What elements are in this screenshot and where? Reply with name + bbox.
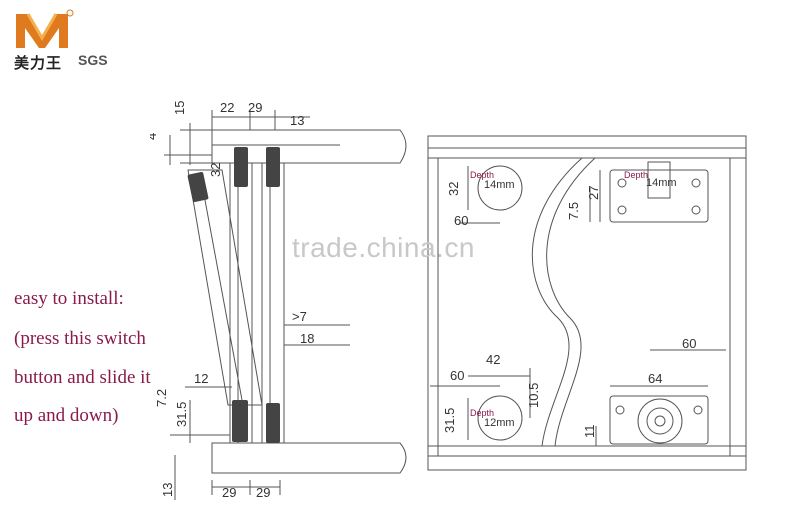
watermark-text: trade.china.cn [292, 232, 475, 263]
dim-29-top-label: 29 [248, 100, 262, 115]
dim-18-label: 18 [300, 331, 314, 346]
right-dim-60-right-label: 60 [682, 336, 696, 351]
depth-bottom-caption: Depth [470, 408, 494, 418]
dim-29-bottom-2-label: 29 [256, 485, 270, 500]
depth-right-value: 14mm [646, 177, 677, 189]
side-view-drawing: 22 29 13 15 4 32 >7 18 12 7.2 31.5 13 29… [150, 100, 407, 500]
front-view-drawing: 32 60 27 7.5 42 60 10.5 31.5 60 64 11 De… [427, 135, 747, 471]
dim-32-label: 32 [208, 163, 223, 177]
dim-4-label: 4 [150, 133, 159, 140]
right-dim-7-5-label: 7.5 [566, 202, 581, 220]
right-dim-11-label: 11 [582, 425, 597, 439]
right-dim-60-mid-label: 60 [450, 368, 464, 383]
dim-12-label: 12 [194, 371, 208, 386]
dim-13-bottom-label: 13 [160, 483, 175, 497]
dim-22-label: 22 [220, 100, 234, 115]
right-dim-27-label: 27 [586, 186, 601, 200]
dim-15-label: 15 [172, 101, 187, 115]
right-dim-42-label: 42 [486, 352, 500, 367]
right-dim-60-left-label: 60 [454, 213, 468, 228]
depth-right-caption: Depth [624, 170, 648, 180]
install-note-line-4: up and down) [14, 405, 119, 426]
dim-31-5-label: 31.5 [174, 402, 189, 427]
dim-13-top-label: 13 [290, 113, 304, 128]
install-note-line-1: easy to install: [14, 288, 124, 309]
dim-gt7-label: >7 [292, 309, 307, 324]
right-dim-10-5-label: 10.5 [526, 383, 541, 408]
depth-top-value: 14mm [484, 179, 515, 191]
install-note-line-2: (press this switch [14, 328, 146, 349]
depth-bottom-value: 12mm [484, 417, 515, 429]
right-dim-31-5-label: 31.5 [442, 408, 457, 433]
dim-29-bottom-1-label: 29 [222, 485, 236, 500]
depth-top-caption: Depth [470, 170, 494, 180]
right-dim-32-label: 32 [446, 182, 461, 196]
brand-logo-icon [16, 9, 74, 48]
brand-name: 美力王 [14, 54, 63, 72]
right-dim-64-label: 64 [648, 371, 662, 386]
install-note-line-3: button and slide it [14, 367, 151, 388]
dim-7-2-label: 7.2 [154, 389, 169, 407]
sgs-cert-label: SGS [78, 52, 108, 68]
